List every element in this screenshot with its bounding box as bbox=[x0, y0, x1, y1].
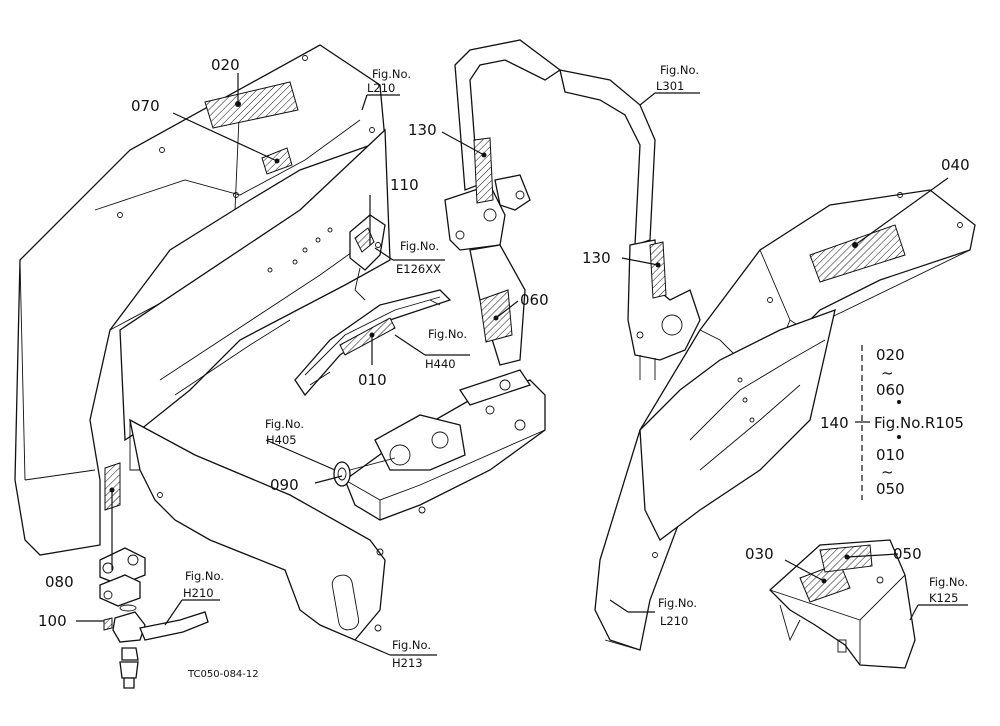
callout-130-right: 130 bbox=[582, 249, 611, 267]
kit-top-range: ~ bbox=[881, 364, 894, 382]
figref-H440-code: H440 bbox=[425, 357, 456, 371]
callout-130-left: 130 bbox=[408, 121, 437, 139]
figref-H440-prefix: Fig.No. bbox=[428, 327, 467, 341]
callout-110: 110 bbox=[390, 176, 419, 194]
figref-K125-prefix: Fig.No. bbox=[929, 575, 968, 589]
figref-H210-code: H210 bbox=[183, 586, 214, 600]
decal-020 bbox=[204, 81, 299, 129]
decal-040 bbox=[809, 224, 906, 283]
figref-L210b-code: L210 bbox=[660, 614, 688, 628]
figref-L301-prefix: Fig.No. bbox=[660, 63, 699, 77]
left-fender bbox=[14, 44, 391, 556]
figref-H405-prefix: Fig.No. bbox=[265, 417, 304, 431]
figref-L210-prefix: Fig.No. bbox=[372, 67, 411, 81]
figref-H213-code: H213 bbox=[392, 656, 423, 670]
leader-lines bbox=[76, 73, 968, 656]
shift-quadrant bbox=[294, 289, 452, 397]
callout-010: 010 bbox=[358, 371, 387, 389]
diagram-code: TC050-084-12 bbox=[187, 669, 259, 680]
callout-060: 060 bbox=[520, 291, 549, 309]
callout-100: 100 bbox=[38, 612, 67, 630]
callout-040: 040 bbox=[941, 156, 970, 174]
kit-top-to: 060 bbox=[876, 381, 905, 399]
kit-bottom-from: 010 bbox=[876, 446, 905, 464]
figref-K125-code: K125 bbox=[929, 591, 959, 605]
switch-bracket bbox=[349, 214, 386, 301]
figref-E126XX-code: E126XX bbox=[396, 262, 441, 276]
kit-bottom-to: 050 bbox=[876, 480, 905, 498]
figref-H210-prefix: Fig.No. bbox=[185, 569, 224, 583]
decal-080 bbox=[104, 462, 121, 511]
callout-020: 020 bbox=[211, 56, 240, 74]
rops-frame bbox=[444, 39, 701, 380]
figref-L210b-prefix: Fig.No. bbox=[658, 596, 697, 610]
kit-bottom-range: ~ bbox=[881, 463, 894, 481]
callout-080: 080 bbox=[45, 573, 74, 591]
right-fender bbox=[594, 189, 976, 651]
figure-references: Fig.No. L210 Fig.No. L301 Fig.No. E126XX… bbox=[183, 63, 968, 670]
callout-090: 090 bbox=[270, 476, 299, 494]
figref-L210-code: L210 bbox=[367, 81, 395, 95]
callout-050: 050 bbox=[893, 545, 922, 563]
callout-030: 030 bbox=[745, 545, 774, 563]
callout-070: 070 bbox=[131, 97, 160, 115]
callout-labels: 020 070 110 130 130 060 010 090 080 100 … bbox=[38, 56, 970, 630]
kit-group: 020 ~ 060 Fig.No.R105 010 ~ 050 bbox=[874, 346, 964, 498]
figref-H213-prefix: Fig.No. bbox=[392, 638, 431, 652]
figref-H405-code: H405 bbox=[266, 433, 297, 447]
kit-top-from: 020 bbox=[876, 346, 905, 364]
step-frame bbox=[129, 418, 386, 641]
callout-140: 140 bbox=[820, 414, 849, 432]
kit-middle-ref: Fig.No.R105 bbox=[874, 414, 964, 432]
fuel-valve-assembly bbox=[99, 547, 209, 689]
figref-L301-code: L301 bbox=[656, 79, 684, 93]
transmission-assembly bbox=[333, 369, 546, 521]
figref-E126XX-prefix: Fig.No. bbox=[400, 239, 439, 253]
